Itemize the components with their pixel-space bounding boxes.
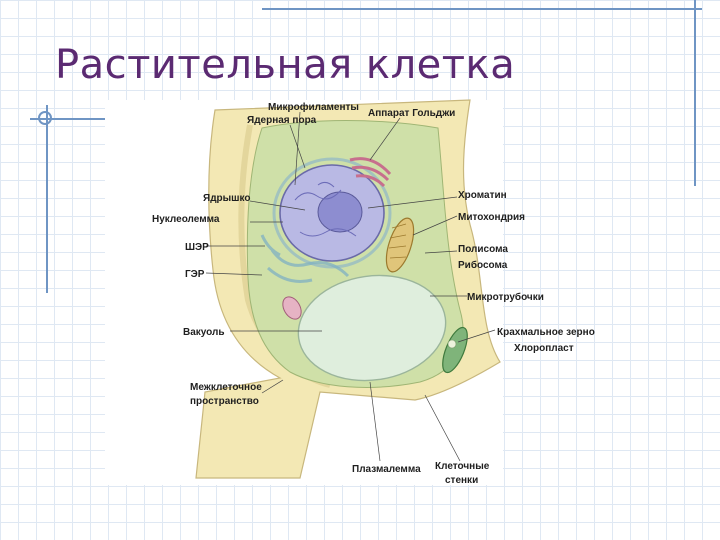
label-ribosome: Рибосома: [458, 259, 508, 271]
decor-circle: [38, 111, 52, 125]
starch-grain: [447, 339, 457, 349]
decor-line-top-right: [262, 8, 702, 10]
label-cell-walls-line1: Клеточные: [435, 461, 490, 472]
label-microtubules: Микротрубочки: [467, 291, 544, 303]
chromatin: [294, 181, 357, 237]
mitochondrion: [385, 217, 415, 273]
label-mitochondria: Митохондрия: [458, 212, 525, 223]
label-polysome: Полисома: [458, 244, 508, 255]
label-microfilaments: Микрофиламенты: [268, 101, 359, 113]
label-starch-grain: Крахмальное зерно: [497, 327, 595, 338]
label-rer: ГЭР: [185, 269, 205, 280]
vacuole: [297, 274, 447, 382]
label-ser: ШЭР: [185, 242, 209, 253]
label-nuclear-pore: Ядерная пора: [247, 115, 317, 126]
mitochondrion-cristae: [388, 223, 407, 259]
label-plasmalemma: Плазмалемма: [352, 464, 421, 475]
label-chromatin: Хроматин: [458, 190, 507, 201]
label-cell-walls-line2: стенки: [445, 475, 478, 486]
label-vacuole: Вакуоль: [183, 327, 224, 338]
label-chloroplast: Хлоропласт: [514, 343, 574, 354]
decor-line-left-vertical: [46, 105, 48, 293]
mitochondrion-small: [282, 296, 302, 320]
slide-title: Растительная клетка: [55, 42, 516, 88]
decor-line-left-horizontal: [30, 118, 105, 120]
leader-lines: [205, 111, 496, 462]
label-golgi: Аппарат Гольджи: [368, 108, 455, 119]
decor-line-right-vertical: [694, 0, 696, 186]
nucleus-envelope: [272, 157, 392, 269]
golgi-apparatus: [349, 157, 392, 188]
nucleolus: [317, 191, 363, 233]
endoplasmic-reticulum: [260, 234, 350, 283]
label-nucleolemma: Нуклеолемма: [152, 214, 220, 225]
label-intercellular-line1: Межклеточное: [190, 382, 262, 393]
chloroplast: [442, 326, 468, 374]
label-intercellular-line2: пространство: [190, 396, 259, 407]
label-nucleolus: Ядрышко: [203, 193, 251, 204]
